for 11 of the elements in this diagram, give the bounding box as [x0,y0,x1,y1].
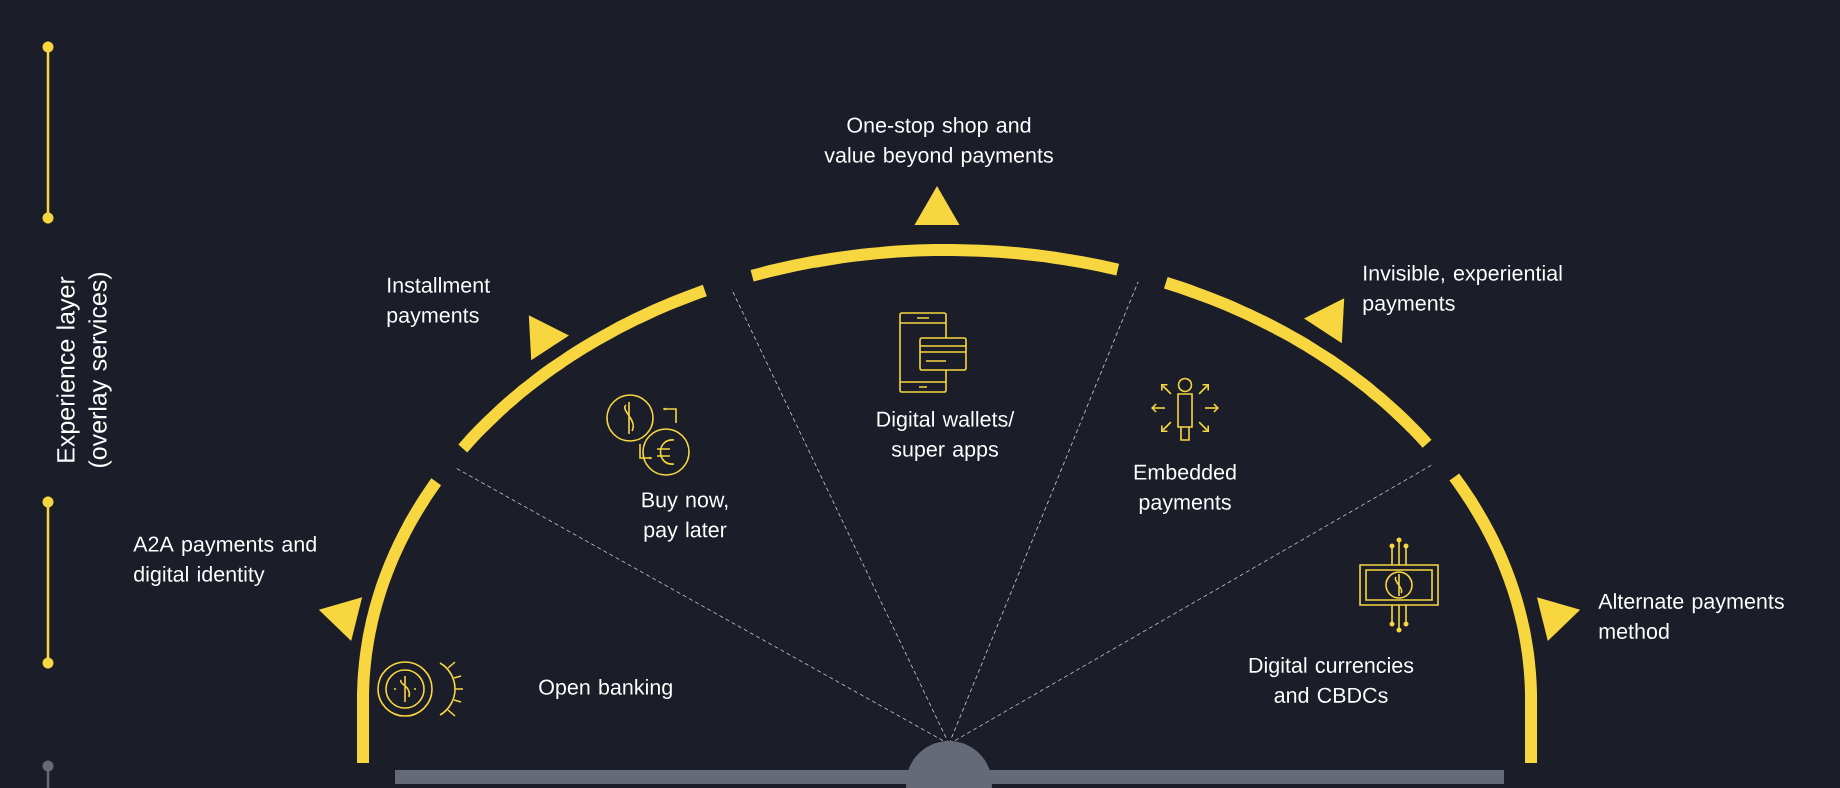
segment-label: Digital currencies and CBDCs [1249,657,1414,703]
segment-label: Digital wallets/ super apps [877,411,1015,462]
trend-label: Invisible, experiential payments [1363,265,1562,316]
segment-label: Embedded payments [1134,464,1236,515]
segment-label: Buy now, pay later [642,492,728,542]
trend-label: One-stop shop and value beyond payments [824,117,1053,168]
trend-label: Alternate payments method [1598,593,1784,639]
vertical-label: Experience layer (overlay services) [56,272,112,468]
trend-label: Installment payments [387,277,490,328]
segment-label: Open banking [539,679,672,700]
trend-label: A2A payments and digital identity [133,536,316,587]
